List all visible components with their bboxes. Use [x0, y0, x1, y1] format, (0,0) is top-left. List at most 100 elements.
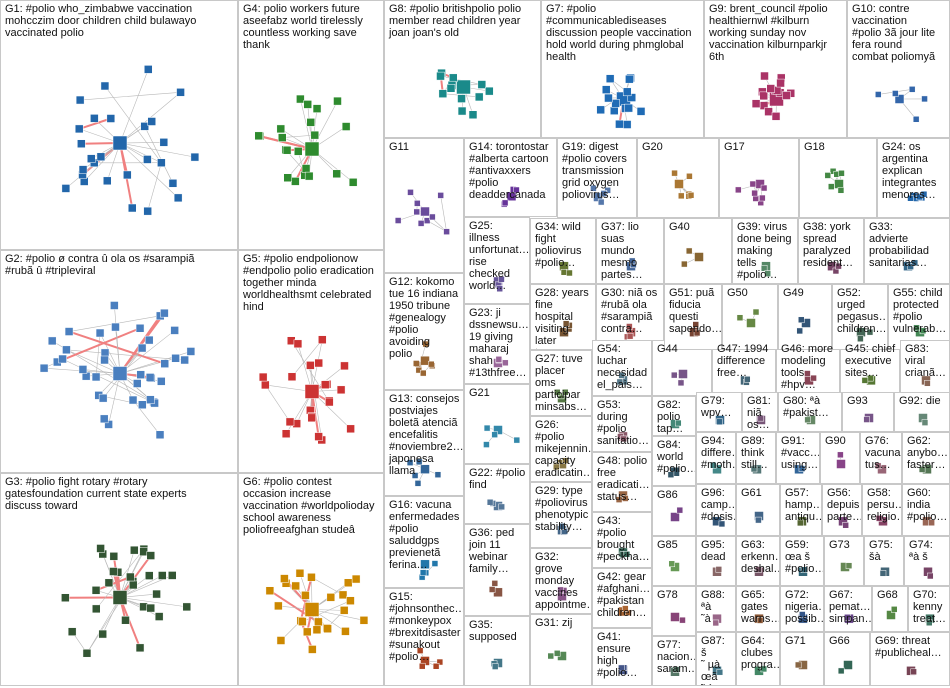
node[interactable]: [62, 345, 71, 355]
node[interactable]: [171, 354, 180, 363]
node[interactable]: [928, 519, 935, 527]
node[interactable]: [596, 105, 605, 115]
node[interactable]: [338, 590, 348, 600]
node[interactable]: [95, 328, 105, 338]
node[interactable]: [911, 259, 919, 267]
node[interactable]: [133, 379, 142, 388]
node[interactable]: [112, 135, 128, 151]
node[interactable]: [157, 158, 166, 167]
node[interactable]: [491, 431, 498, 438]
node[interactable]: [837, 187, 845, 194]
node[interactable]: [558, 523, 566, 530]
node[interactable]: [420, 206, 430, 217]
node[interactable]: [180, 355, 189, 365]
node[interactable]: [170, 326, 179, 335]
node[interactable]: [845, 562, 853, 569]
node[interactable]: [907, 263, 914, 270]
node[interactable]: [296, 94, 305, 104]
node[interactable]: [824, 172, 832, 179]
node[interactable]: [766, 84, 775, 93]
node[interactable]: [746, 318, 756, 328]
node[interactable]: [626, 323, 633, 330]
node[interactable]: [892, 90, 899, 97]
node[interactable]: [91, 372, 101, 382]
node[interactable]: [186, 347, 196, 356]
node[interactable]: [276, 124, 286, 134]
node[interactable]: [685, 247, 693, 255]
node[interactable]: [605, 74, 615, 83]
node[interactable]: [414, 200, 421, 207]
node[interactable]: [828, 183, 835, 190]
node[interactable]: [755, 516, 762, 524]
node[interactable]: [866, 328, 874, 336]
node[interactable]: [752, 195, 759, 202]
node[interactable]: [495, 356, 503, 363]
node[interactable]: [620, 435, 627, 443]
node[interactable]: [301, 591, 310, 600]
node[interactable]: [98, 629, 107, 639]
node[interactable]: [498, 503, 505, 511]
node[interactable]: [333, 96, 342, 106]
node[interactable]: [750, 465, 758, 473]
node[interactable]: [918, 466, 926, 473]
node[interactable]: [106, 114, 116, 123]
node[interactable]: [622, 87, 632, 97]
node[interactable]: [913, 324, 920, 332]
node[interactable]: [502, 359, 509, 367]
node[interactable]: [341, 627, 350, 636]
node[interactable]: [293, 147, 303, 156]
node[interactable]: [336, 385, 346, 395]
node[interactable]: [843, 660, 853, 670]
node[interactable]: [103, 176, 112, 186]
node[interactable]: [757, 414, 765, 422]
node[interactable]: [411, 472, 419, 479]
node[interactable]: [323, 624, 332, 633]
node[interactable]: [493, 425, 503, 435]
node[interactable]: [622, 495, 629, 502]
node[interactable]: [111, 322, 120, 332]
node[interactable]: [146, 551, 156, 560]
node[interactable]: [147, 117, 156, 126]
node[interactable]: [771, 112, 781, 121]
node[interactable]: [671, 169, 678, 177]
node[interactable]: [836, 459, 846, 469]
node[interactable]: [307, 573, 316, 582]
node[interactable]: [678, 192, 685, 200]
node[interactable]: [623, 551, 631, 558]
node[interactable]: [98, 393, 108, 403]
node[interactable]: [456, 79, 471, 95]
node[interactable]: [716, 668, 724, 676]
node[interactable]: [874, 462, 882, 470]
node[interactable]: [908, 86, 916, 93]
node[interactable]: [842, 522, 849, 529]
node[interactable]: [760, 665, 768, 673]
node[interactable]: [804, 370, 811, 377]
node[interactable]: [483, 441, 490, 448]
node[interactable]: [301, 164, 311, 173]
node[interactable]: [798, 465, 806, 472]
node[interactable]: [67, 627, 77, 636]
node[interactable]: [670, 612, 680, 622]
node[interactable]: [610, 106, 619, 115]
node[interactable]: [764, 107, 773, 116]
node[interactable]: [457, 106, 467, 116]
node[interactable]: [857, 335, 864, 342]
node[interactable]: [100, 355, 109, 365]
node[interactable]: [627, 93, 637, 102]
node[interactable]: [798, 316, 805, 324]
node[interactable]: [348, 178, 358, 187]
node[interactable]: [438, 89, 448, 98]
node[interactable]: [457, 94, 466, 103]
node[interactable]: [78, 165, 88, 174]
node[interactable]: [797, 519, 804, 527]
node[interactable]: [676, 506, 684, 514]
node[interactable]: [82, 648, 92, 658]
node[interactable]: [96, 152, 106, 162]
node[interactable]: [128, 395, 138, 405]
node[interactable]: [636, 107, 646, 116]
node[interactable]: [616, 378, 624, 386]
node[interactable]: [419, 569, 427, 576]
node[interactable]: [304, 602, 320, 617]
node[interactable]: [759, 194, 766, 202]
node[interactable]: [618, 372, 625, 379]
